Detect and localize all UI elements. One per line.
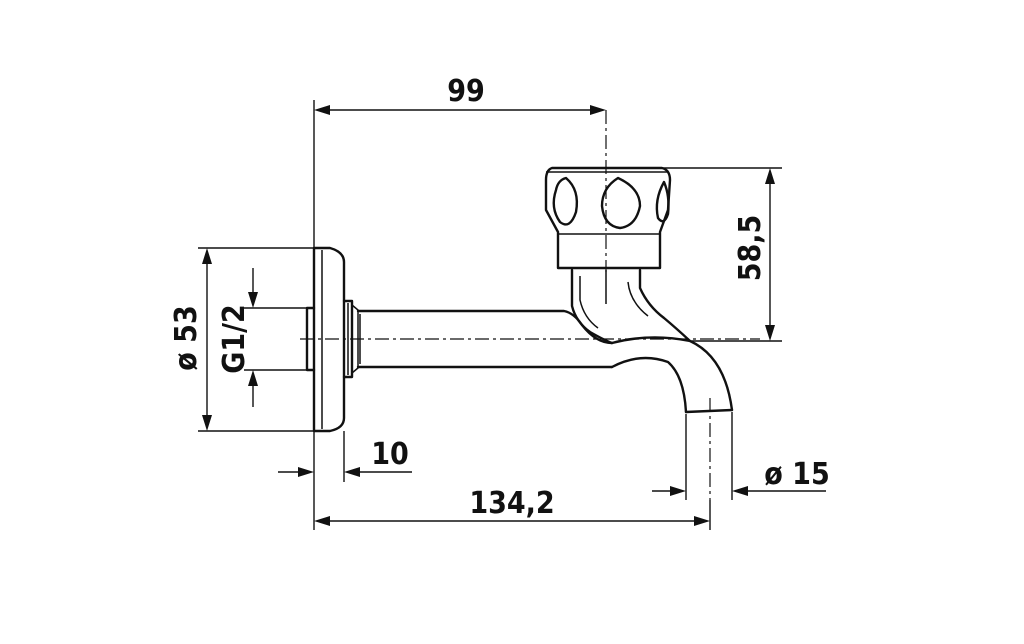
wall-flange xyxy=(312,246,346,433)
body-tube xyxy=(356,309,614,345)
dim-label-99: 99 xyxy=(447,74,485,109)
dim-label-d53: ø 53 xyxy=(169,305,204,371)
dim-label-g1-2: G1/2 xyxy=(217,304,252,374)
dimension-d53: ø 53 xyxy=(169,247,314,432)
dim-label-58-5: 58,5 xyxy=(733,215,768,282)
handle-lobe-left xyxy=(552,176,579,226)
dimension-d15: ø 15 xyxy=(652,412,830,500)
tap-handle xyxy=(544,166,672,270)
dimension-58-5: 58,5 xyxy=(662,167,782,342)
dim-label-10: 10 xyxy=(371,437,409,472)
dimension-g1-2: G1/2 xyxy=(217,268,307,407)
dim-label-134-2: 134,2 xyxy=(469,486,554,521)
spout xyxy=(610,336,734,412)
dimension-134-2: 134,2 xyxy=(313,482,711,530)
dimension-10: 10 xyxy=(278,431,412,482)
handle-lobe-right xyxy=(655,180,670,223)
valve-neck xyxy=(570,268,614,345)
wall-faucet-outline xyxy=(305,166,734,433)
center-lines xyxy=(300,110,760,500)
dim-label-d15: ø 15 xyxy=(764,457,830,492)
handle-lobe-center xyxy=(600,176,642,230)
dimension-99: 99 xyxy=(313,74,606,248)
